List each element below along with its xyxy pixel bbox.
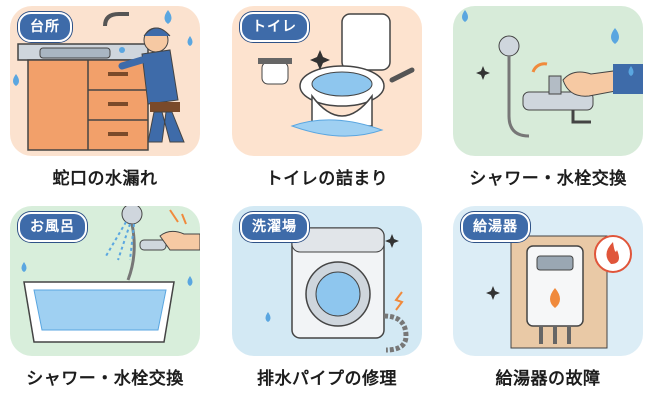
shower-illustration [453, 6, 643, 156]
category-tag-toilet: トイレ [240, 12, 309, 42]
spark-icon [265, 234, 404, 322]
card-shower: シャワー・水栓交換 [453, 6, 643, 196]
water-drop-icon [21, 209, 193, 286]
category-tag-water-heater: 給湯器 [461, 212, 530, 242]
category-tag-kitchen: 台所 [18, 12, 72, 42]
category-tag-bath: お風呂 [18, 212, 87, 242]
card-water-heater: 給湯器 給湯器の故障 [453, 206, 643, 396]
caption-bath: シャワー・水栓交換 [26, 369, 184, 389]
category-tag-laundry: 洗濯場 [240, 212, 309, 242]
card-bath: お風呂 シャワー・水栓交換 [10, 206, 200, 396]
water-heater-illustration [453, 206, 643, 356]
water-drop-icon [13, 10, 193, 86]
caption-kitchen: 蛇口の水漏れ [52, 169, 158, 189]
card-toilet: トイレ トイレの詰まり [232, 6, 422, 196]
caption-toilet: トイレの詰まり [265, 169, 389, 189]
card-kitchen: 台所 蛇口の水漏れ [10, 6, 200, 196]
fire-icon [486, 235, 632, 300]
caption-laundry: 排水パイプの修理 [257, 369, 397, 389]
water-drop-icon [462, 10, 634, 80]
sparkle-icon [310, 50, 330, 70]
card-laundry: 洗濯場 排水パイプの修理 [232, 206, 422, 396]
kitchen-illustration [10, 6, 200, 156]
caption-water-heater: 給湯器の故障 [495, 369, 601, 389]
caption-shower: シャワー・水栓交換 [469, 169, 627, 189]
